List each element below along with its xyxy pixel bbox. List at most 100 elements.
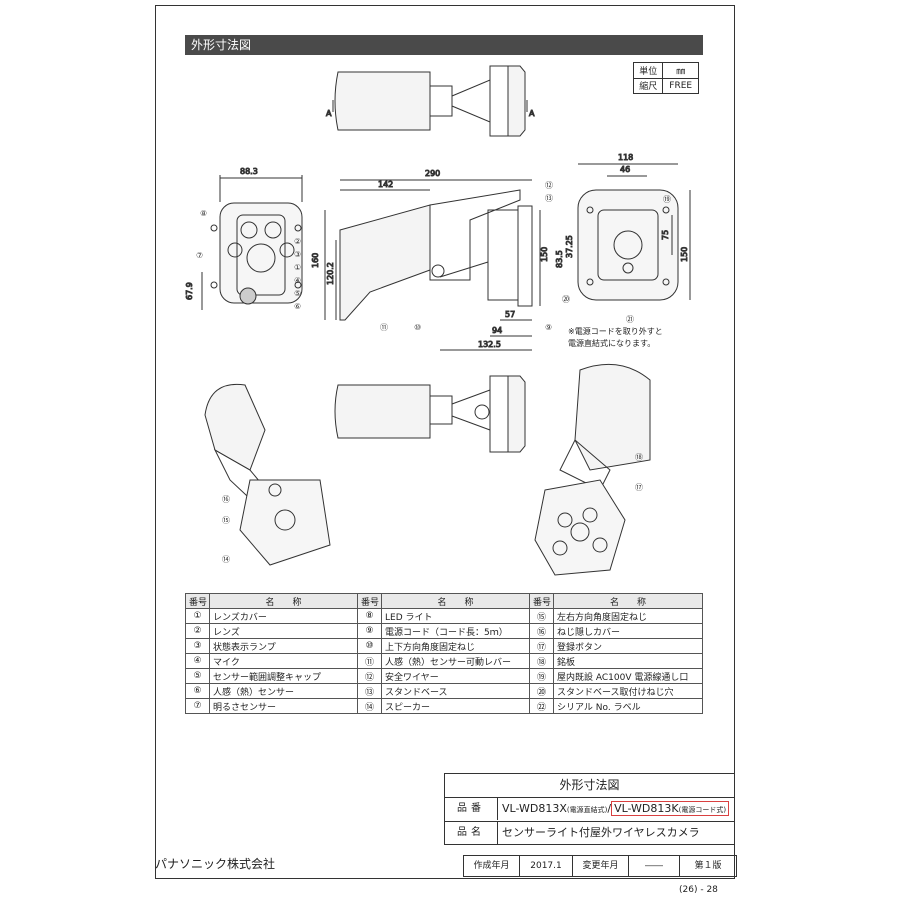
dim-base-width: 118 <box>618 153 633 162</box>
title-block-heading: 外形寸法図 <box>559 778 620 792</box>
part-number: ④ <box>185 653 210 669</box>
unit-box: 単位 ㎜ 縮尺 FREE <box>632 62 699 94</box>
part-number: ⑧ <box>357 608 382 624</box>
callout-15: ⑮ <box>222 516 230 525</box>
changed-label: 変更年月 <box>573 856 629 876</box>
part-name: センサー範囲調整キャップ <box>209 668 358 684</box>
scale-value: FREE <box>662 77 699 94</box>
dim-side-body: 142 <box>378 180 393 189</box>
created-value: 2017.1 <box>520 856 573 876</box>
side-view <box>324 179 541 351</box>
callout-17: ⑰ <box>635 483 643 492</box>
part-name: レンズカバー <box>209 608 358 624</box>
product-name-label: 品名 <box>445 822 498 844</box>
part-number: ⑨ <box>357 623 382 639</box>
callout-3: ③ <box>294 250 301 259</box>
power-cord-note: ※電源コードを取り外すと 電源直結式になります。 <box>568 326 698 350</box>
title-block: 外形寸法図 品番 VL-WD813X(電源直結式)/VL-WD813K(電源コー… <box>444 773 735 845</box>
dim-side-b3: 132.5 <box>478 340 501 349</box>
dim-side-b1: 94 <box>492 326 502 335</box>
product-name: センサーライト付屋外ワイヤレスカメラ <box>502 826 700 839</box>
model-numbers: VL-WD813X(電源直結式)/VL-WD813K(電源コード式) <box>498 798 734 821</box>
top-view <box>332 65 528 137</box>
part-number: ⑰ <box>529 638 554 654</box>
callout-18: ⑱ <box>635 453 643 462</box>
dim-base-h3: 37.25 <box>565 235 574 258</box>
part-number: ⑭ <box>357 698 382 714</box>
part-name: 明るさセンサー <box>209 698 358 714</box>
section-title: 外形寸法図 <box>185 35 703 55</box>
part-name: 左右方向角度固定ねじ <box>553 608 703 624</box>
dim-side-h1: 160 <box>311 253 320 268</box>
callout-11: ⑪ <box>380 323 388 332</box>
base-view <box>577 163 691 301</box>
edition: 第１版 <box>694 861 722 871</box>
callout-20: ⑳ <box>562 295 570 304</box>
part-name: 安全ワイヤー <box>381 668 530 684</box>
callout-16: ⑯ <box>222 495 230 504</box>
model-label: 品番 <box>445 798 498 820</box>
dim-side-h3: 150 <box>540 247 549 262</box>
part-name: マイク <box>209 653 358 669</box>
callout-21: ㉑ <box>626 315 634 324</box>
part-name: スピーカー <box>381 698 530 714</box>
part-name: 登録ボタン <box>553 638 703 654</box>
part-number: ⑪ <box>357 653 382 669</box>
callout-19: ⑲ <box>663 195 671 204</box>
parts-table-header: 番号 名 称 番号 名 称 番号 名 称 <box>185 593 703 609</box>
part-name: 銘板 <box>553 653 703 669</box>
model-separator: / <box>607 802 612 815</box>
part-name: 人感（熱）センサー <box>209 683 358 699</box>
callout-9: ⑨ <box>545 323 552 332</box>
part-number: ⑳ <box>529 683 554 699</box>
callout-8: ⑧ <box>200 209 207 218</box>
dim-front-width: 88.3 <box>240 167 258 176</box>
model-b-note: (電源コード式) <box>678 806 727 814</box>
part-number: ③ <box>185 638 210 654</box>
part-number: ⑫ <box>357 668 382 684</box>
part-number: ⑥ <box>185 683 210 699</box>
callout-12: ⑫ <box>545 181 553 190</box>
part-number: ① <box>185 608 210 624</box>
callout-4: ④ <box>294 276 301 285</box>
part-number: ⑩ <box>357 638 382 654</box>
part-number: ㉒ <box>529 698 554 714</box>
part-name: スタンドベース <box>381 683 530 699</box>
header-number: 番号 <box>185 593 210 609</box>
callout-7: ⑦ <box>196 251 203 260</box>
dim-base-inner: 46 <box>620 165 630 174</box>
top-view-mark-a-left: A <box>326 109 332 118</box>
model-b: VL-WD813K <box>614 802 679 815</box>
company-name: パナソニック株式会社 <box>155 857 276 871</box>
part-number: ⑦ <box>185 698 210 714</box>
note-line-1: ※電源コードを取り外すと <box>568 327 663 336</box>
revision-row: 作成年月 2017.1 変更年月 ―― 第１版 <box>463 855 737 877</box>
perspective-view-left <box>204 383 331 566</box>
changed-value: ―― <box>629 856 680 876</box>
callout-2: ② <box>294 237 301 246</box>
page-number: (26) - 28 <box>679 885 718 895</box>
part-number: ⑬ <box>357 683 382 699</box>
callout-14: ⑭ <box>222 555 230 564</box>
perspective-view-right <box>534 363 651 576</box>
part-number: ⑮ <box>529 608 554 624</box>
callout-6: ⑥ <box>294 302 301 311</box>
callout-1: ① <box>294 263 301 272</box>
dim-base-h1: 75 <box>661 230 670 240</box>
part-number: ② <box>185 623 210 639</box>
dim-side-b2: 57 <box>505 310 515 319</box>
back-view <box>334 375 526 453</box>
part-name: 人感（熱）センサー可動レバー <box>381 653 530 669</box>
created-label: 作成年月 <box>464 856 520 876</box>
header-number: 番号 <box>529 593 554 609</box>
note-line-2: 電源直結式になります。 <box>568 339 656 348</box>
part-name: 状態表示ランプ <box>209 638 358 654</box>
